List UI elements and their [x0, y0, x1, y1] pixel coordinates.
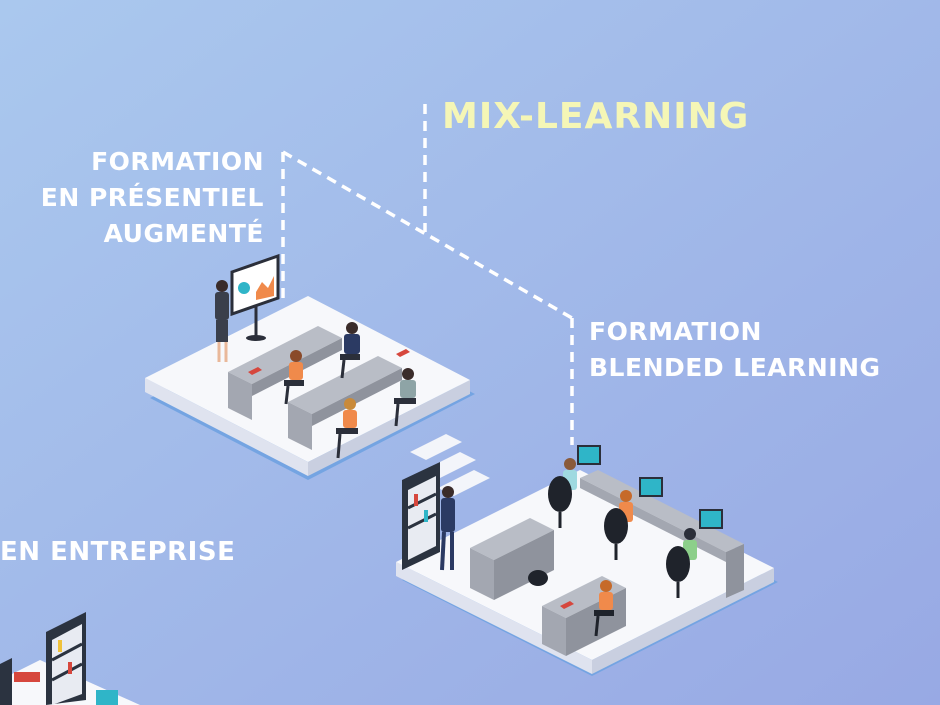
user-orange-1: [604, 490, 633, 560]
label-line: EN PRÉSENTIEL: [40, 183, 264, 212]
label-line: AUGMENTÉ: [103, 219, 264, 248]
student-gray-1: [394, 368, 416, 427]
blended-platform: [396, 445, 778, 676]
label-formation-presentiel: FORMATION EN PRÉSENTIEL AUGMENTÉ: [41, 144, 264, 252]
student-orange-2: [336, 398, 358, 459]
platform-side: [145, 378, 308, 476]
whiteboard: [230, 253, 280, 341]
platform-side: [396, 562, 592, 674]
mix-learning-title: MIX-LEARNING: [442, 96, 750, 137]
user-teal-1: [548, 458, 577, 528]
connector-lines: [281, 104, 574, 445]
enterprise-platform-partial: [0, 612, 140, 705]
platform-side-right: [308, 380, 470, 476]
classroom-students: [284, 322, 416, 459]
computer-users: [548, 458, 697, 598]
standing-man-figure: [440, 486, 455, 571]
teacher-figure: [215, 280, 229, 362]
monitor-3: [699, 509, 723, 529]
user-green-1: [666, 528, 697, 598]
label-formation-blended: FORMATION BLENDED LEARNING: [589, 314, 881, 386]
monitor-1: [577, 445, 601, 465]
label-en-entreprise: EN ENTREPRISE: [0, 537, 236, 567]
user-orange-2: [594, 580, 614, 637]
student-navy-1: [340, 322, 360, 379]
empty-chair: [528, 570, 548, 586]
monitor-2: [639, 477, 663, 497]
classroom-platform: [145, 253, 475, 480]
label-line: FORMATION: [589, 317, 762, 346]
label-line: FORMATION: [91, 147, 264, 176]
student-orange-1: [284, 350, 304, 405]
label-line: BLENDED LEARNING: [589, 353, 881, 382]
platform-top: [396, 470, 774, 660]
connector-diagonal-line: [282, 150, 573, 320]
bookshelf: [402, 462, 440, 570]
